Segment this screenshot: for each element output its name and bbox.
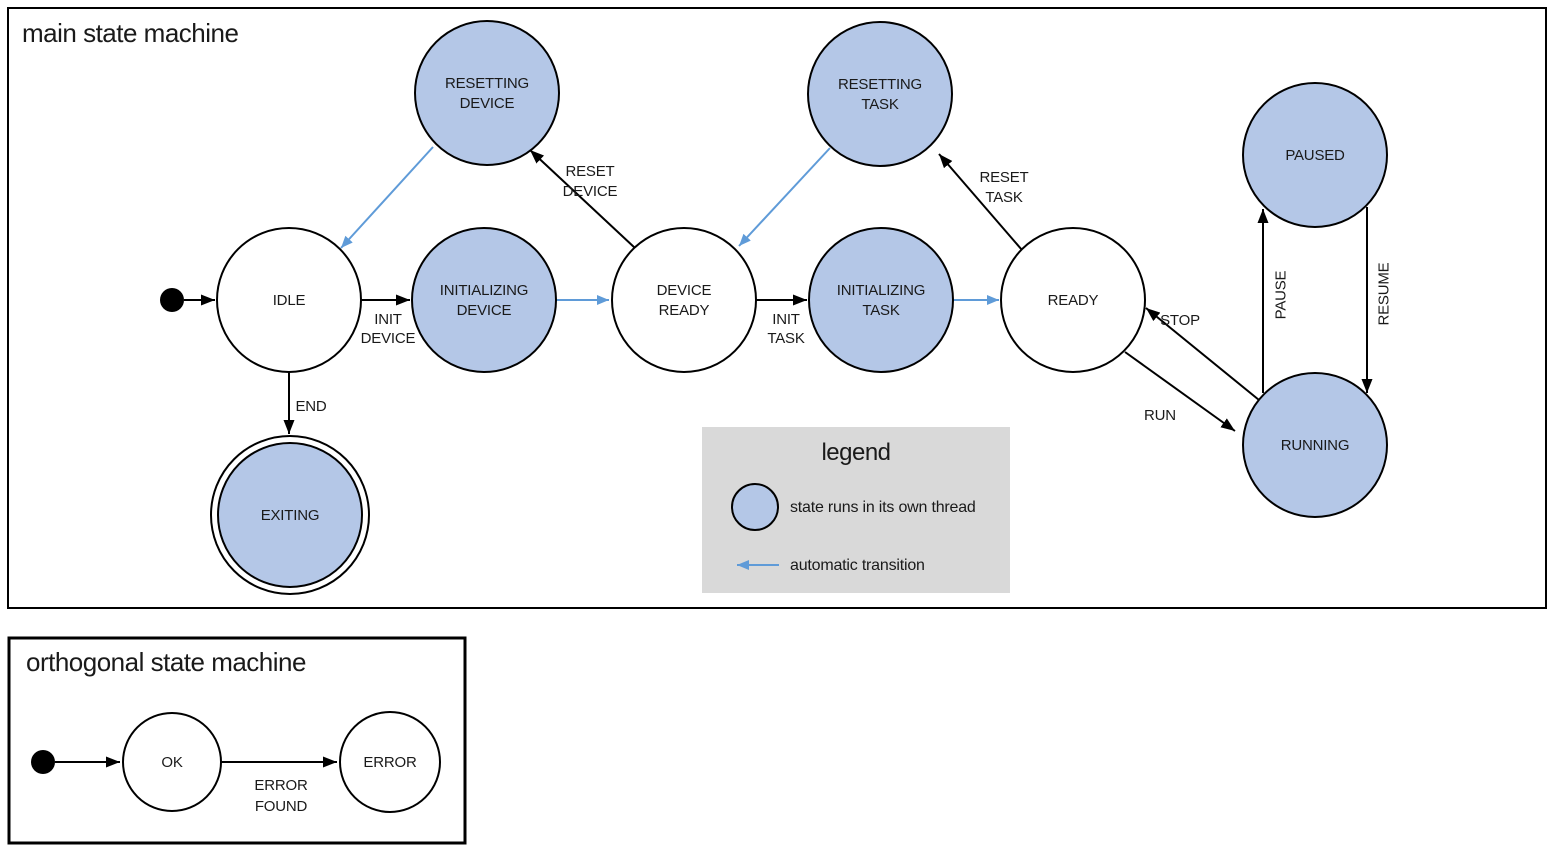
transition-init-task-label-line2: TASK (767, 330, 804, 347)
state-initializing-task-circle (808, 227, 954, 373)
state-paused-circle (1242, 82, 1388, 228)
state-idle-label: IDLE (273, 292, 306, 309)
state-initializing-device-circle (411, 227, 557, 373)
state-device-ready-label-line1: DEVICE (657, 282, 712, 299)
transition-reset-task-label-line2: TASK (985, 189, 1022, 206)
state-running-circle (1242, 372, 1388, 518)
state-idle: IDLE (216, 227, 362, 373)
transition-reset-task-line (938, 153, 1023, 251)
auto-transition-resetting-device-idle-line (340, 146, 434, 249)
state-initializing-device-label-line1: INITIALIZING (440, 282, 528, 299)
state-error: ERROR (339, 711, 441, 813)
main-state-machine: main state machine INIT DEVICE RESET DEV… (7, 7, 1547, 609)
state-ready-circle (1000, 227, 1146, 373)
main-machine-title: main state machine (22, 18, 238, 48)
state-ok-label: OK (161, 754, 182, 771)
state-resetting-device-circle (414, 20, 560, 166)
state-running: RUNNING (1242, 372, 1388, 518)
transition-pause-label: PAUSE (1273, 270, 1290, 319)
orthogonal-machine-title: orthogonal state machine (26, 647, 306, 677)
state-device-ready-label-line2: READY (659, 302, 710, 319)
state-exiting-label: EXITING (261, 507, 320, 524)
state-resetting-task-label-line1: RESETTING (838, 76, 922, 93)
legend-thread-state-icon (731, 483, 779, 531)
transition-init-task-label-line1: INIT (772, 311, 800, 328)
transition-error-found-label-line2: FOUND (255, 798, 308, 815)
state-resetting-task-label-line2: TASK (861, 96, 898, 113)
state-error-circle (339, 711, 441, 813)
state-paused: PAUSED (1242, 82, 1388, 228)
initial-state-dot (160, 288, 184, 312)
legend-auto-transition-label: automatic transition (790, 557, 925, 574)
orthogonal-initial-state-dot (31, 750, 55, 774)
transition-run-line (1124, 351, 1236, 432)
state-device-ready-circle (611, 227, 757, 373)
state-ready: READY (1000, 227, 1146, 373)
state-exiting-circle (217, 442, 363, 588)
auto-transition-resetting-task-device-ready-line (738, 147, 831, 247)
state-device-ready: DEVICE READY (611, 227, 757, 373)
state-ok-circle (122, 712, 222, 812)
state-initializing-task: INITIALIZING TASK (808, 227, 954, 373)
transition-reset-device-label-line1: RESET (565, 163, 614, 180)
state-error-label: ERROR (363, 754, 417, 771)
state-exiting: EXITING (210, 435, 370, 595)
state-resetting-device: RESETTING DEVICE (414, 20, 560, 166)
legend: legend state runs in its own thread auto… (702, 427, 1010, 593)
transition-init-device-label-line2: DEVICE (361, 330, 416, 347)
state-paused-label: PAUSED (1285, 147, 1345, 164)
state-ready-label: READY (1048, 292, 1099, 309)
state-resetting-device-label-line2: DEVICE (460, 95, 515, 112)
transition-error-found-label-line1: ERROR (254, 777, 308, 794)
legend-title: legend (821, 439, 890, 466)
state-initializing-device-label-line2: DEVICE (457, 302, 512, 319)
transition-end-label: END (295, 398, 326, 415)
transition-init-device-label-line1: INIT (374, 311, 402, 328)
state-resetting-task: RESETTING TASK (807, 21, 953, 167)
state-initializing-device: INITIALIZING DEVICE (411, 227, 557, 373)
legend-thread-state-label: state runs in its own thread (790, 499, 976, 516)
state-initializing-task-label-line2: TASK (862, 302, 899, 319)
main-machine-frame (7, 7, 1547, 609)
transition-resume-label: RESUME (1376, 262, 1393, 325)
transition-stop-label: STOP (1160, 312, 1200, 329)
state-ok: OK (122, 712, 222, 812)
state-idle-circle (216, 227, 362, 373)
transition-run-label: RUN (1144, 407, 1176, 424)
orthogonal-state-machine: orthogonal state machine ERROR FOUND OK … (7, 636, 467, 845)
transition-reset-task-label-line1: RESET (979, 169, 1028, 186)
orthogonal-machine-frame (7, 636, 467, 845)
state-resetting-task-circle (807, 21, 953, 167)
transition-reset-device-label-line2: DEVICE (563, 183, 618, 200)
transition-reset-device-line (529, 149, 636, 249)
state-running-label: RUNNING (1281, 437, 1350, 454)
state-resetting-device-label-line1: RESETTING (445, 75, 529, 92)
state-initializing-task-label-line1: INITIALIZING (837, 282, 925, 299)
transition-stop-line (1145, 307, 1260, 401)
